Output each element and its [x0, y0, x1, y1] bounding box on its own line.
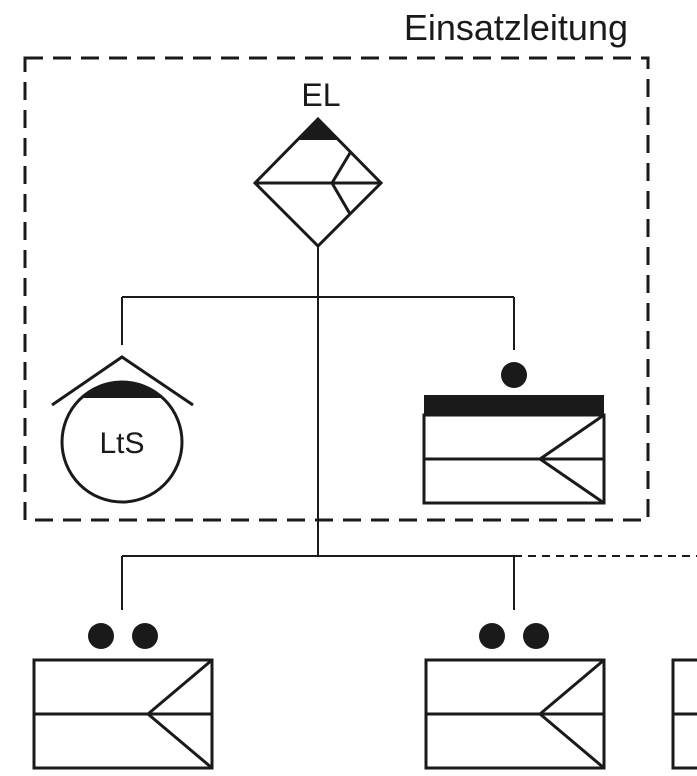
- lts-label: LtS: [99, 427, 144, 460]
- roof-icon: [51, 355, 194, 407]
- subordinate-unit-3-partial: [671, 658, 697, 770]
- lts-cap: [81, 381, 163, 398]
- connector-lines: [121, 246, 515, 610]
- lts-symbol: LtS: [51, 355, 194, 504]
- command-bar: [424, 395, 604, 415]
- rank-dot: [479, 623, 505, 649]
- subordinate-unit-2: [424, 623, 606, 770]
- rank-dot: [88, 623, 114, 649]
- subordinate-unit-1: [32, 623, 214, 770]
- einsatzleitung-boundary: [23, 56, 650, 522]
- rank-dot: [523, 623, 549, 649]
- leader-diamond-symbol: [252, 116, 384, 249]
- group-label: Einsatzleitung: [404, 7, 628, 48]
- rank-dot: [501, 362, 527, 388]
- staff-unit-symbol: [422, 362, 606, 505]
- rank-dot: [132, 623, 158, 649]
- leader-label: EL: [301, 77, 340, 113]
